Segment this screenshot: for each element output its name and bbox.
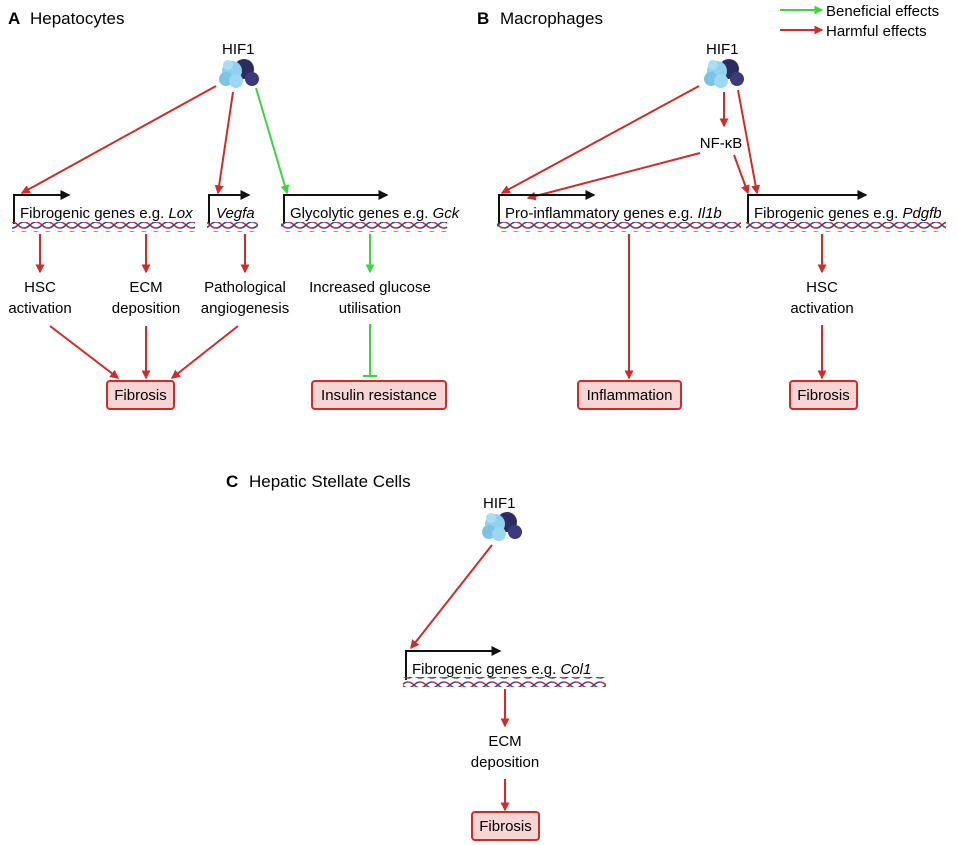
- panel-a-letter: A: [8, 9, 20, 28]
- arrow-angiogenesis-to-fibrosis: [170, 325, 239, 379]
- promoter-pdgfb-arrow: [747, 190, 868, 224]
- panel-a-hif-label: HIF1: [222, 41, 255, 58]
- hsc-activation-b-line1: HSC: [806, 279, 838, 296]
- fibrosis-box-a: [106, 380, 175, 410]
- hif1-protein-icon: [219, 59, 259, 88]
- ecm-deposition-c-line2: deposition: [471, 754, 539, 771]
- promoter-lox-arrow: [13, 190, 71, 224]
- nfkb-label: NF-κB: [700, 135, 743, 152]
- ecm-deposition-c-line1: ECM: [488, 733, 521, 750]
- panel-c-letter: C: [226, 472, 238, 491]
- panel-c-hif-label: HIF1: [483, 495, 516, 512]
- arrow-hsc-to-fibrosis: [49, 325, 120, 379]
- dna-strand-il1b: [497, 222, 741, 232]
- panel-a-title: Hepatocytes: [30, 9, 125, 28]
- arrow-hif-to-il1b: [500, 85, 700, 194]
- fibrosis-label-b: Fibrosis: [797, 387, 850, 404]
- insulin-resistance-label: Insulin resistance: [321, 387, 437, 404]
- hsc-activation-b-line2: activation: [790, 300, 853, 317]
- dna-strand-gck: [281, 222, 447, 232]
- glucose-utilisation-label-line1: Increased glucose: [309, 279, 431, 296]
- legend: Beneficial effects Harmful effects: [780, 3, 939, 40]
- fibrosis-box-b: [789, 380, 858, 410]
- panel-a: A Hepatocytes HIF1 Fibrogenic genes e.g.…: [8, 9, 461, 410]
- fibrosis-label-c: Fibrosis: [479, 818, 532, 835]
- inflammation-label: Inflammation: [587, 387, 673, 404]
- fibrosis-box-c: [471, 811, 540, 841]
- arrow-hif-to-gck: [255, 87, 290, 195]
- dna-strand-vegfa: [207, 222, 258, 232]
- arrow-hif-to-vegfa: [214, 91, 234, 195]
- ecm-deposition-label-line2: deposition: [112, 300, 180, 317]
- gene-gck-label: Glycolytic genes e.g. Gck: [290, 205, 461, 222]
- angiogenesis-label-line2: angiogenesis: [201, 300, 289, 317]
- panel-b-hif-label: HIF1: [706, 41, 739, 58]
- gene-il1b-label: Pro-inflammatory genes e.g. Il1b: [505, 205, 722, 222]
- gene-col1-label: Fibrogenic genes e.g. Col1: [412, 661, 591, 678]
- legend-harmful-label: Harmful effects: [826, 23, 927, 40]
- arrow-nfkb-to-il1b: [526, 152, 701, 201]
- arrow-hif-to-col1: [410, 544, 493, 650]
- gene-lox-label: Fibrogenic genes e.g. Lox: [20, 205, 193, 222]
- fibrosis-label-a: Fibrosis: [114, 387, 167, 404]
- hsc-activation-label-line1: HSC: [24, 279, 56, 296]
- dna-strand-pdgfb: [746, 222, 946, 232]
- arrow-hif-to-pdgfb: [737, 89, 761, 195]
- promoter-gck-arrow: [283, 190, 389, 224]
- panel-c-title: Hepatic Stellate Cells: [249, 472, 411, 491]
- panel-b-title: Macrophages: [500, 9, 603, 28]
- promoter-il1b-arrow: [498, 190, 596, 224]
- panel-c: C Hepatic Stellate Cells HIF1 Fibrogenic…: [226, 472, 606, 841]
- hif1-protein-icon: [482, 512, 522, 541]
- glucose-utilisation-label-line2: utilisation: [339, 300, 402, 317]
- arrow-nfkb-to-pdgfb: [733, 154, 750, 195]
- promoter-col1-arrow: [405, 646, 502, 680]
- panel-b-letter: B: [477, 9, 489, 28]
- hsc-activation-label-line2: activation: [8, 300, 71, 317]
- inflammation-box: [577, 380, 682, 410]
- gene-pdgfb-label: Fibrogenic genes e.g. Pdgfb: [754, 205, 942, 222]
- arrow-hif-to-lox: [20, 85, 217, 194]
- hif1-protein-icon: [704, 59, 744, 88]
- legend-beneficial-label: Beneficial effects: [826, 3, 939, 20]
- promoter-vegfa-arrow: [208, 190, 251, 224]
- ecm-deposition-label-line1: ECM: [129, 279, 162, 296]
- insulin-resistance-box: [311, 380, 447, 410]
- dna-strand-lox: [12, 222, 195, 232]
- angiogenesis-label-line1: Pathological: [204, 279, 286, 296]
- panel-b: B Macrophages HIF1 NF-κB Pro-inflammator…: [477, 9, 946, 410]
- dna-strand-col1: [403, 677, 606, 687]
- gene-vegfa-label: Vegfa: [216, 205, 255, 222]
